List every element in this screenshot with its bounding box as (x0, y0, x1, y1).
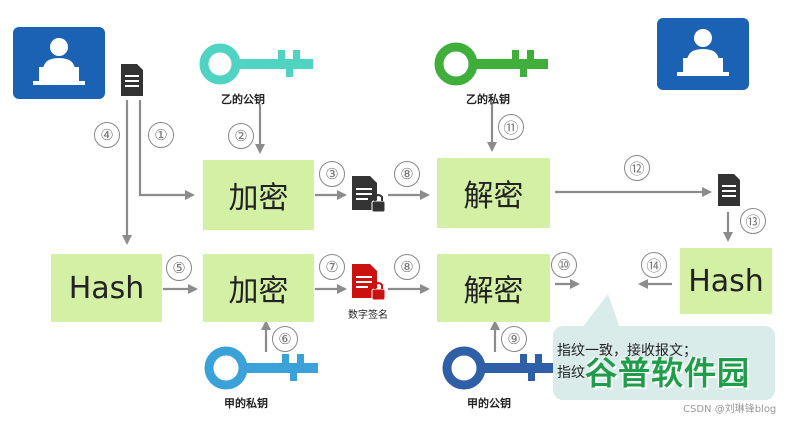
a-private-key-icon (204, 346, 318, 390)
step-2: ② (228, 123, 254, 149)
source-credit: CSDN @刘琳锋blog (683, 404, 777, 415)
bubble-line-2: 指纹 (557, 365, 585, 381)
digital-signature-icon (352, 264, 386, 301)
receiver-person-icon (657, 18, 749, 90)
original-document-icon (121, 64, 143, 96)
step-3: ③ (319, 161, 345, 187)
step-7: ⑦ (319, 254, 345, 280)
step-1: ① (148, 122, 174, 148)
a-private-key-label: 甲的私钥 (224, 397, 268, 410)
b-private-key-label: 乙的私钥 (466, 93, 510, 106)
step-8-bottom: ⑧ (394, 254, 420, 280)
encrypt-box-top: 加密 (203, 160, 314, 230)
digital-signature-label: 数字签名 (348, 310, 388, 321)
hash-box-right: Hash (680, 248, 772, 314)
step-4: ④ (94, 122, 120, 148)
result-bubble (553, 326, 775, 400)
step-10: ⑩ (551, 252, 577, 278)
step-11: ⑪ (498, 114, 524, 140)
decrypted-document-icon (718, 174, 740, 206)
decrypt-box-bottom: 解密 (437, 254, 550, 322)
step-13: ⑬ (740, 208, 766, 234)
step-14: ⑭ (641, 252, 667, 278)
step-5: ⑤ (166, 255, 192, 281)
bubble-tail (582, 294, 620, 328)
arrow-doc-to-encrypt (138, 100, 195, 200)
sender-person-icon (13, 27, 105, 99)
hash-box-left: Hash (51, 254, 162, 322)
step-9: ⑨ (501, 326, 527, 352)
bubble-line-1: 指纹一致，接收报文； (557, 343, 697, 359)
a-public-key-label: 甲的公钥 (467, 397, 511, 410)
b-public-key-label: 乙的公钥 (221, 93, 265, 106)
b-public-key-icon (199, 43, 313, 85)
step-8-top: ⑧ (394, 161, 420, 187)
watermark-logo: 谷普软件园 (585, 354, 751, 392)
step-6: ⑥ (272, 326, 298, 352)
decrypt-box-top: 解密 (437, 158, 550, 228)
result-bubble-text: 指纹一致，接收报文； 指纹 (557, 340, 697, 384)
b-private-key-icon (434, 42, 548, 86)
a-public-key-icon (442, 346, 556, 390)
encrypted-document-icon (352, 176, 386, 213)
step-12: ⑫ (624, 155, 650, 181)
encrypt-box-bottom: 加密 (203, 254, 314, 322)
